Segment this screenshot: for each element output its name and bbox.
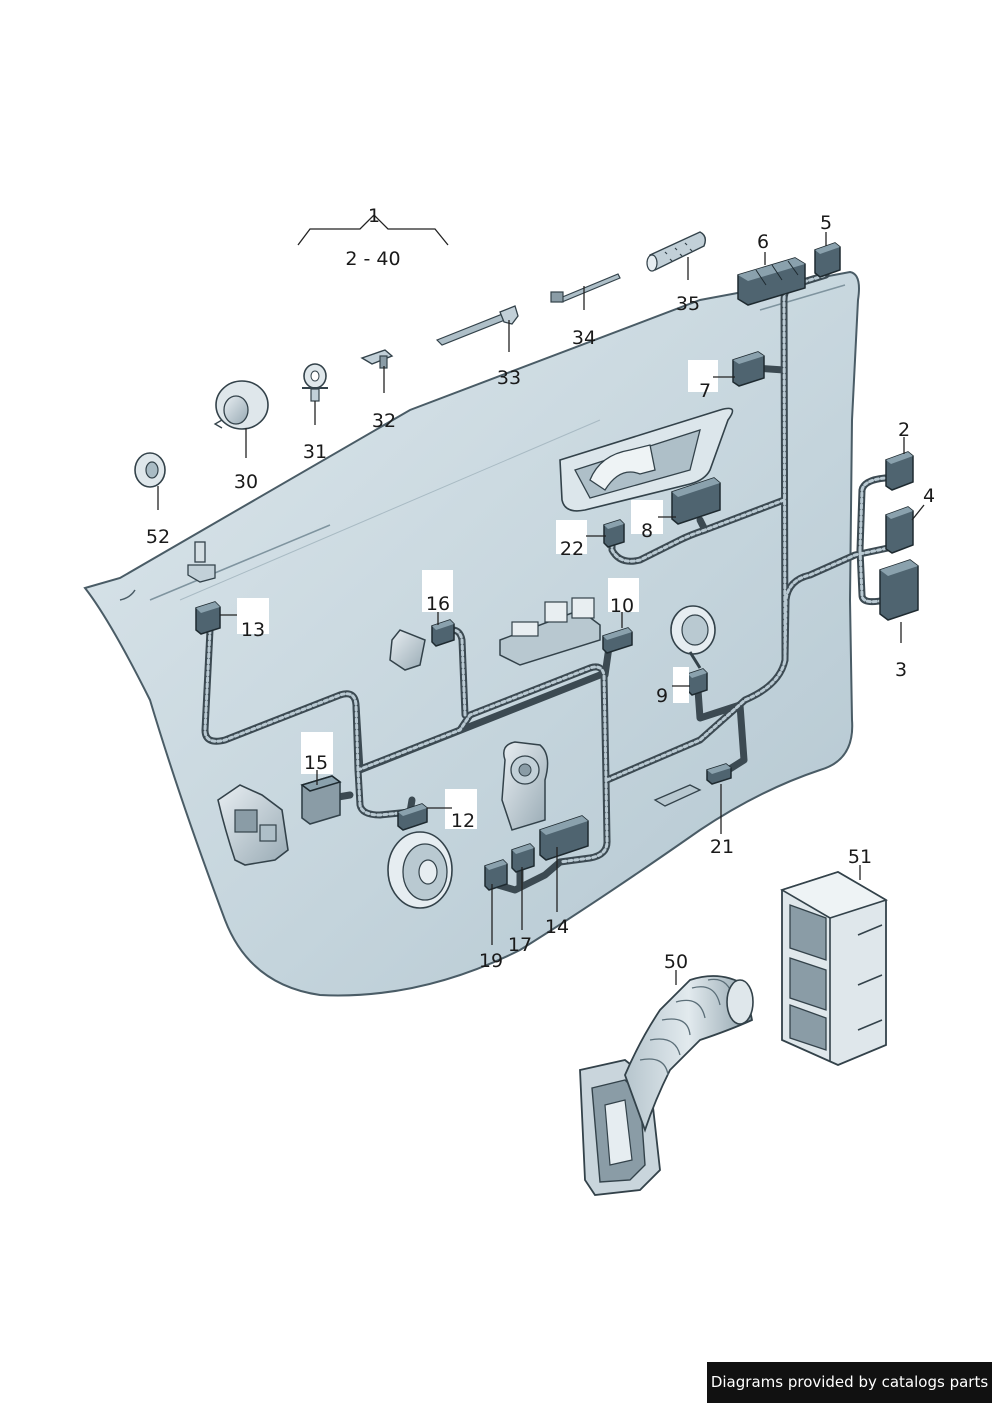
connector-16 [431,619,455,647]
label-32: 32 [372,410,396,432]
connector-19 [484,859,508,891]
label-21: 21 [710,836,734,858]
label-9: 9 [656,685,668,707]
label-16: 16 [426,593,450,615]
sensor-body-16 [389,629,426,671]
label-7: 7 [699,380,711,402]
label-50: 50 [664,951,688,973]
label-4: 4 [923,485,935,507]
connector-22 [603,519,625,548]
label-range: 2 - 40 [345,248,400,270]
connector-4 [885,506,914,554]
label-12: 12 [451,810,475,832]
cable-boot-50 [579,975,754,1196]
label-1: 1 [368,205,380,227]
connector-10 [602,627,633,654]
label-22: 22 [560,538,584,560]
leader-lines [157,214,925,985]
label-10: 10 [610,595,634,617]
connector-7 [732,351,765,387]
cable-tie-33 [435,305,519,346]
connector-14 [539,815,589,861]
clip-31 [302,363,328,402]
grommet-30 [213,380,269,430]
label-6: 6 [757,231,769,253]
part-labels: 1 2 - 40 2 4 3 5 6 7 8 22 10 9 16 13 15 … [146,205,935,973]
label-34: 34 [572,327,596,349]
label-15: 15 [304,752,328,774]
window-regulator-motor [501,741,549,831]
label-5: 5 [820,212,832,234]
label-35: 35 [676,293,700,315]
clip-32 [360,349,394,369]
label-backgrounds [237,360,718,829]
footer-credit: Diagrams provided by catalogs parts [707,1362,992,1403]
door-handle-recess [559,407,734,512]
label-14: 14 [545,916,569,938]
door-speaker-large [387,831,453,909]
tube-35 [646,231,707,272]
connector-8 [671,477,721,525]
connector-13 [195,601,221,635]
connector-9 [687,668,708,696]
connector-15 [300,775,342,825]
door-lock-unit [217,784,289,866]
connector-2 [885,451,914,491]
label-3: 3 [895,659,907,681]
cable-tie-34 [550,273,621,303]
connector-6 [737,257,806,306]
connector-12 [397,803,428,831]
label-31: 31 [303,441,327,463]
courtesy-light [653,784,702,807]
door-tweeter [670,605,716,669]
connector-5 [814,242,841,278]
label-33: 33 [497,367,521,389]
window-switch-module [499,597,601,666]
connector-17 [511,843,535,873]
label-30: 30 [234,471,258,493]
clip-52 [134,452,166,488]
door-pin [187,541,216,583]
label-51: 51 [848,846,872,868]
label-19: 19 [479,950,503,972]
connector-3 [879,559,919,621]
bracket-51 [780,871,888,1066]
label-17: 17 [508,934,532,956]
connector-21 [706,763,732,785]
wiring-harness [201,271,892,894]
label-2: 2 [898,419,910,441]
label-13: 13 [241,619,265,641]
label-8: 8 [641,520,653,542]
label-52: 52 [146,526,170,548]
